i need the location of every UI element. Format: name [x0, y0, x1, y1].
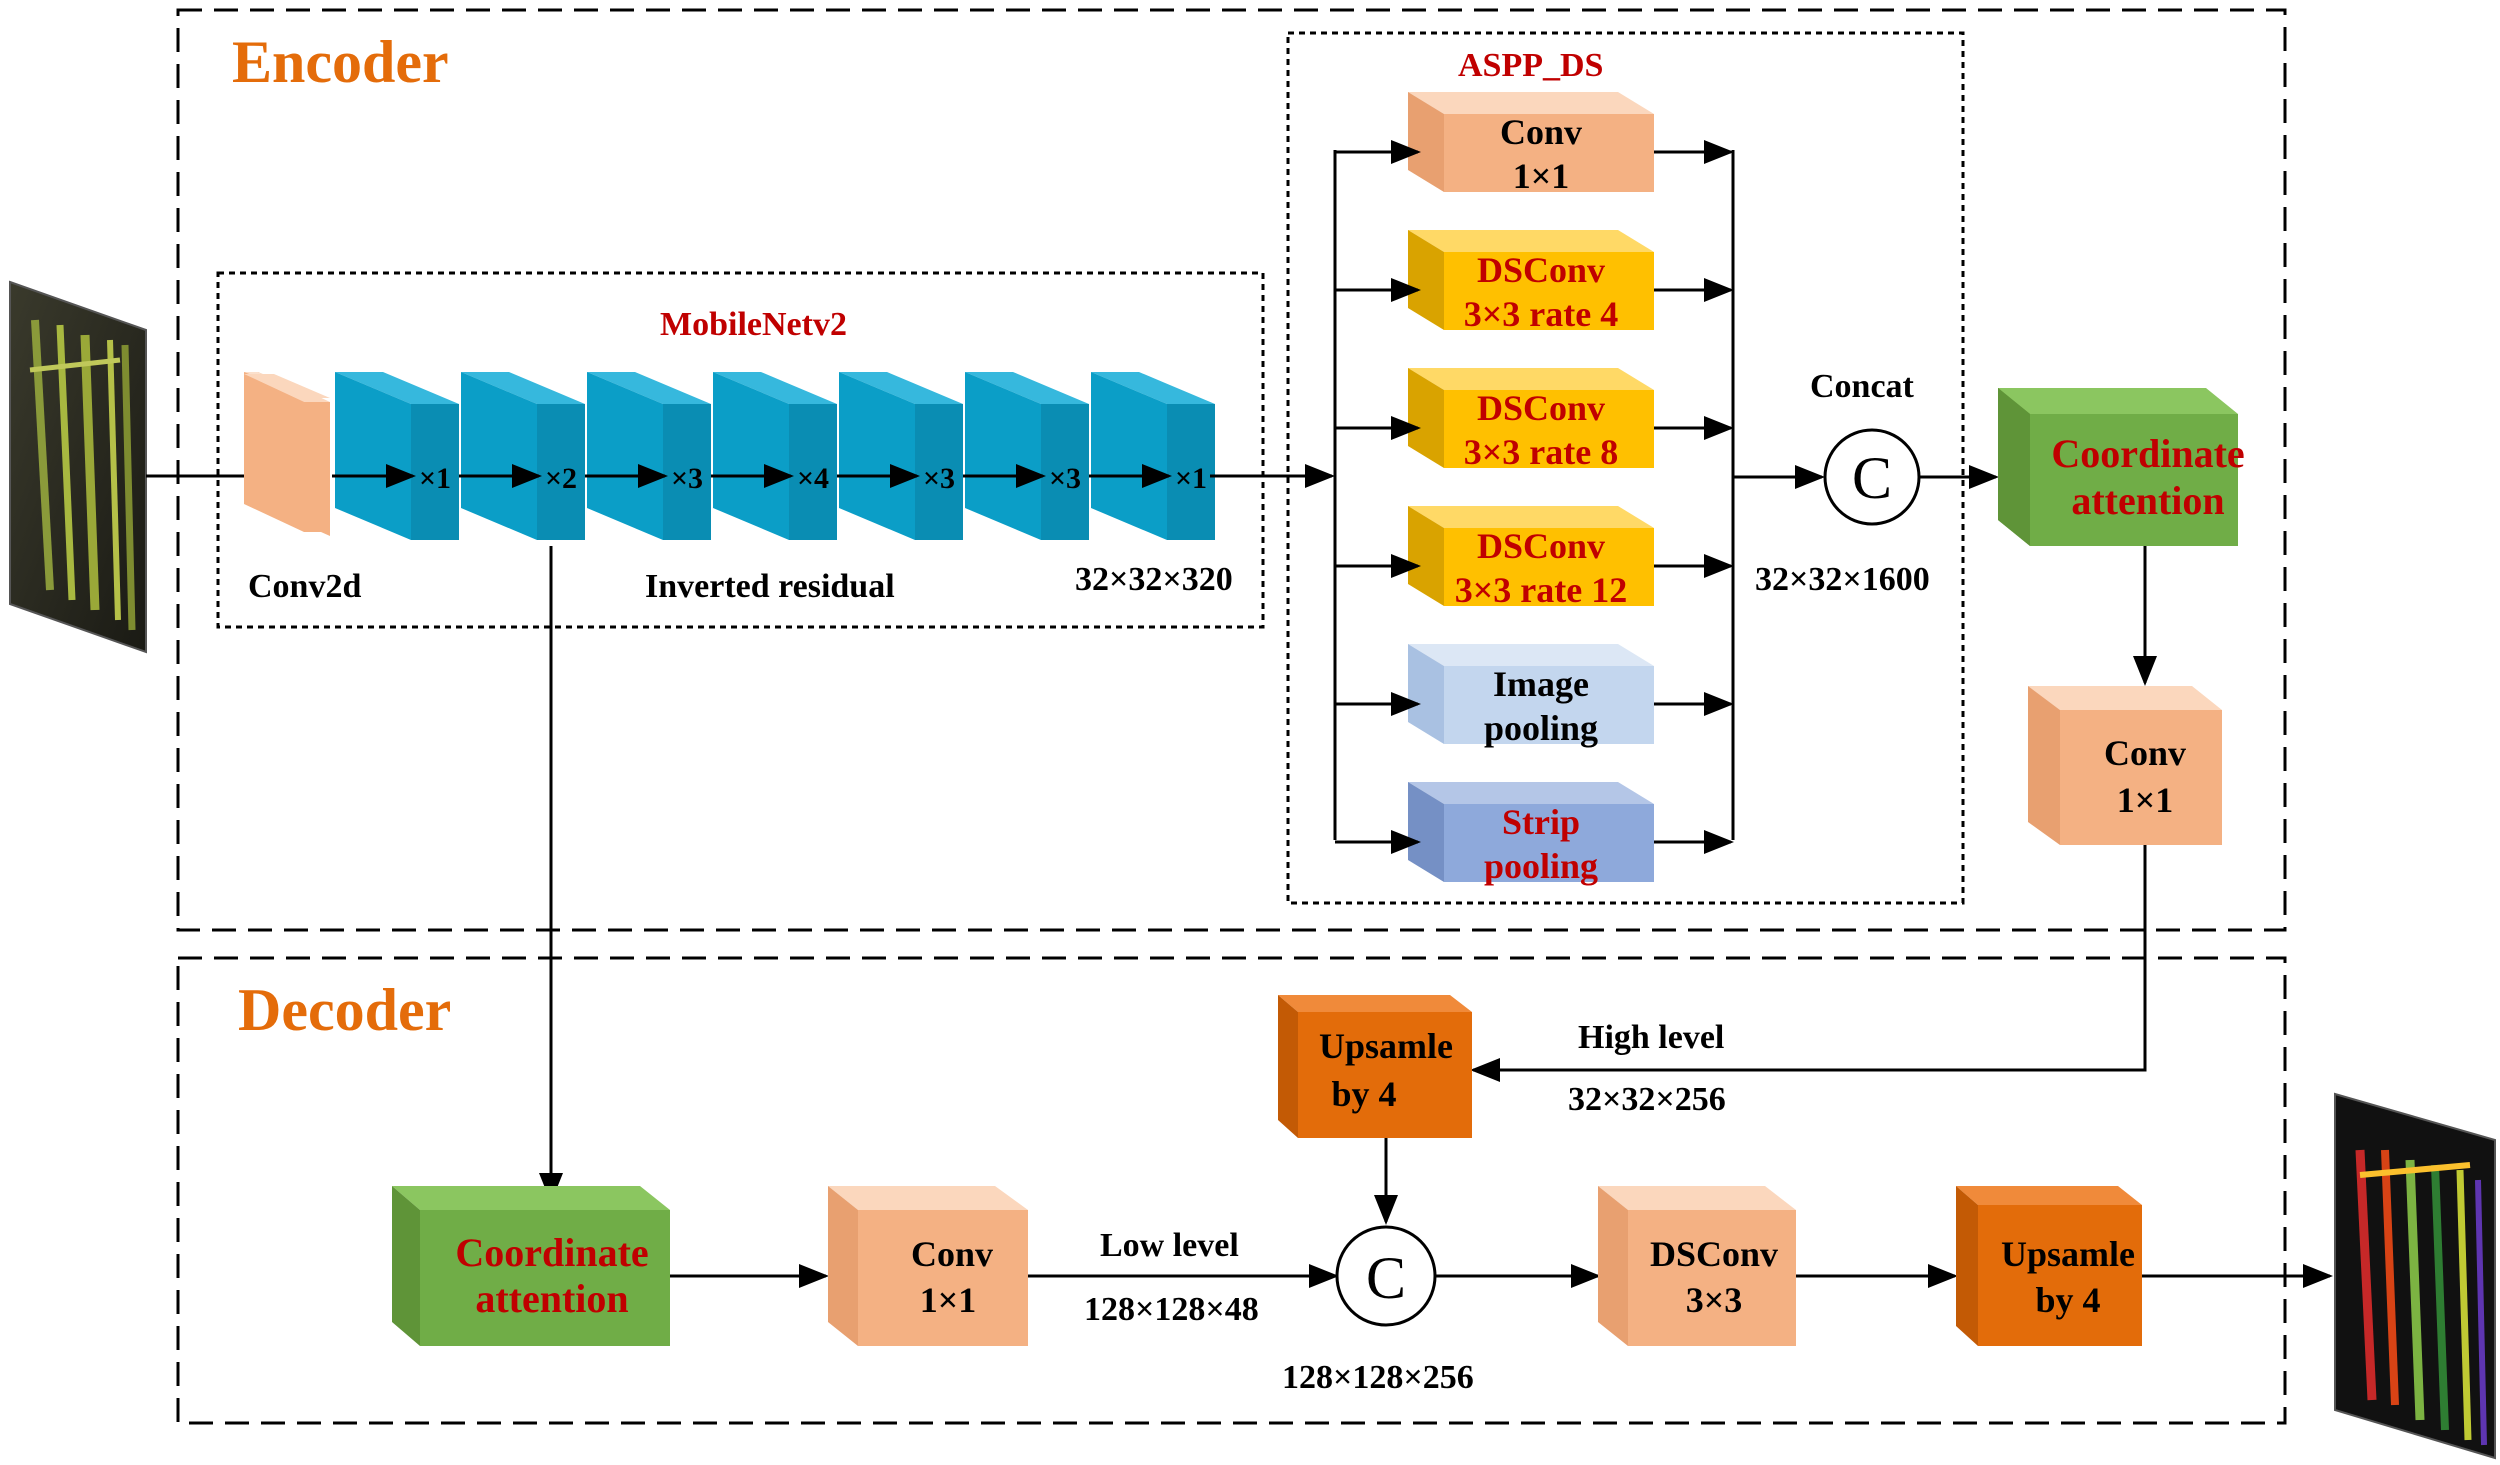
inverted-residual-blocks: ×1 ×2 ×3 ×4 ×3 ×3 ×1	[332, 372, 1215, 540]
aspp-branch-line1: DSConv	[1477, 526, 1605, 566]
aspp-branch-line1: DSConv	[1477, 250, 1605, 290]
upsample-top-line1: Upsamle	[1319, 1026, 1453, 1066]
inverted-residual-label: Inverted residual	[645, 568, 895, 605]
decoder-title: Decoder	[238, 977, 451, 1043]
conv2d-label: Conv2d	[248, 568, 361, 605]
upsample-top-line2: by 4	[1331, 1074, 1396, 1114]
decoder-ca-line1: Coordinate	[455, 1230, 648, 1275]
concat-symbol: C	[1852, 445, 1892, 511]
low-level-dim: 128×128×48	[1084, 1291, 1259, 1328]
input-image	[9, 280, 147, 654]
aspp-title: ASPP_DS	[1458, 47, 1603, 84]
aspp-branch-line1: Conv	[1500, 112, 1582, 152]
ir-block-label: ×4	[797, 462, 829, 495]
aspp-branch-line2: 3×3 rate 4	[1464, 294, 1618, 334]
decoder-coordinate-attention: Coordinate attention	[392, 1186, 670, 1346]
decoder-ca-line2: attention	[475, 1276, 628, 1321]
ir-block-label: ×1	[1175, 462, 1207, 495]
decoder-upsample-out: Upsamle by 4	[1956, 1186, 2142, 1346]
aspp-branch-line2: 1×1	[1513, 156, 1570, 196]
decoder-dsconv-line2: 3×3	[1686, 1280, 1743, 1320]
mobilenet-output-dim: 32×32×320	[1075, 561, 1233, 598]
decoder-upsample-top: Upsamle by 4	[1278, 995, 1472, 1138]
ir-block-1: ×1	[335, 372, 459, 540]
low-level-label: Low level	[1100, 1227, 1239, 1264]
ir-block-2: ×2	[461, 372, 585, 540]
aspp-branch-line1: Image	[1493, 664, 1589, 704]
encoder-conv-line2: 1×1	[2117, 780, 2174, 820]
concat-dim: 32×32×1600	[1755, 561, 1930, 598]
upsample-out-line2: by 4	[2035, 1280, 2100, 1320]
encoder-conv-line1: Conv	[2104, 733, 2186, 773]
ir-block-4: ×4	[713, 372, 837, 540]
upsample-out-line1: Upsamle	[2001, 1234, 2135, 1274]
arrow-high-level	[1470, 845, 2147, 1082]
encoder-title: Encoder	[232, 29, 449, 95]
ir-block-7: ×1	[1091, 372, 1215, 540]
mobilenet-frame	[216, 271, 1265, 629]
ir-block-label: ×3	[1049, 462, 1081, 495]
mobilenet-title: MobileNetv2	[660, 306, 847, 343]
encoder-conv1x1: Conv 1×1	[2028, 686, 2222, 845]
aspp-branch-line1: Strip	[1502, 802, 1580, 842]
aspp-branch-line2: 3×3 rate 12	[1455, 570, 1627, 610]
decoder-dsconv-line1: DSConv	[1650, 1234, 1778, 1274]
aspp-branch-line2: 3×3 rate 8	[1464, 432, 1618, 472]
ir-block-label: ×3	[671, 462, 703, 495]
decoder-concat-dim: 128×128×256	[1282, 1359, 1474, 1396]
decoder-conv-line1: Conv	[911, 1234, 993, 1274]
aspp-branch-line1: DSConv	[1477, 388, 1605, 428]
ir-block-label: ×2	[545, 462, 577, 495]
decoder-concat-symbol: C	[1366, 1245, 1406, 1311]
ir-block-5: ×3	[839, 372, 963, 540]
high-level-dim: 32×32×256	[1568, 1081, 1726, 1118]
decoder-frame	[176, 956, 2287, 1425]
concat-label: Concat	[1810, 368, 1915, 405]
decoder-conv-line2: 1×1	[920, 1280, 977, 1320]
conv2d-cuboid	[244, 374, 330, 532]
ir-block-3: ×3	[587, 372, 711, 540]
decoder-dsconv: DSConv 3×3	[1598, 1186, 1796, 1346]
ir-block-label: ×1	[419, 462, 451, 495]
encoder-ca-line1: Coordinate	[2051, 431, 2244, 476]
decoder-conv1x1: Conv 1×1	[828, 1186, 1028, 1346]
aspp-frame	[1286, 31, 1965, 905]
encoder-coordinate-attention: Coordinate attention	[1998, 388, 2245, 546]
encoder-ca-line2: attention	[2071, 478, 2224, 523]
aspp-branch-line2: pooling	[1484, 708, 1598, 748]
aspp-branch-line2: pooling	[1484, 846, 1598, 886]
output-image	[2334, 1092, 2496, 1460]
encoder-frame	[176, 8, 2287, 932]
high-level-label: High level	[1578, 1019, 1724, 1056]
ir-block-label: ×3	[923, 462, 955, 495]
ir-block-6: ×3	[965, 372, 1089, 540]
